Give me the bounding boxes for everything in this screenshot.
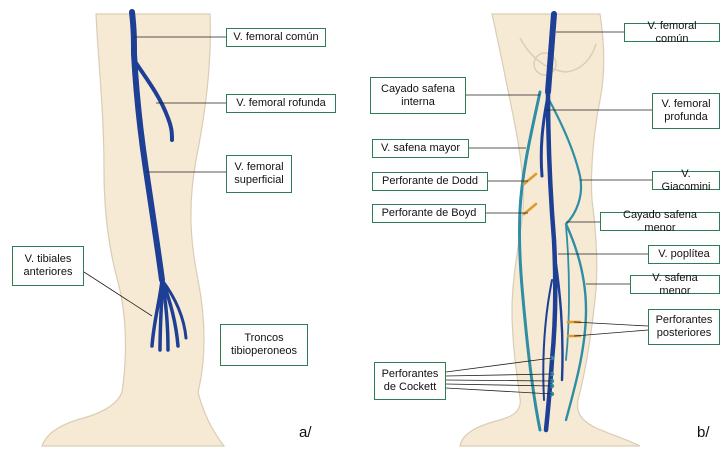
label-b-cockett-line2: de Cockett [384, 381, 437, 394]
label-b-safena-mayor: V. safena mayor [372, 139, 469, 158]
label-a-femoral-profunda-text: V. femoral rofunda [236, 97, 325, 110]
a-femoral-comun-vein [132, 12, 134, 54]
label-b-safena-menor: V. safena menor [630, 275, 720, 294]
label-a-femoral-superficial-line1: V. femoral [234, 161, 283, 174]
label-b-dodd-text: Perforante de Dodd [382, 175, 478, 188]
label-b-boyd-text: Perforante de Boyd [382, 207, 477, 220]
label-b-perforantes-post-line2: posteriores [657, 327, 711, 340]
label-b-safena-mayor-text: V. safena mayor [381, 142, 460, 155]
label-b-femoral-comun-text: V. femoral común [630, 20, 714, 46]
label-b-perforantes-post-line1: Perforantes [656, 314, 713, 327]
label-a-troncos-line1: Troncos [244, 332, 283, 345]
label-a-femoral-superficial-line2: superficial [234, 174, 284, 187]
label-b-giacomini-text: V. Giacomini [658, 168, 714, 194]
label-a-tibiales-line1: V. tibiales [25, 253, 72, 266]
label-a-femoral-comun: V. femoral común [226, 28, 326, 47]
label-b-poplitea: V. poplítea [648, 245, 720, 264]
label-a-femoral-comun-text: V. femoral común [233, 31, 318, 44]
a-tibial-branch-2 [160, 280, 162, 350]
label-b-perforantes-posteriores: Perforantes posteriores [648, 309, 720, 345]
panel-b-letter: b/ [697, 424, 710, 441]
label-b-poplitea-text: V. poplítea [658, 248, 710, 261]
label-b-femoral-profunda-line1: V. femoral [661, 98, 710, 111]
label-a-femoral-superficial: V. femoral superficial [226, 155, 292, 193]
label-a-tibiales: V. tibiales anteriores [12, 246, 84, 286]
label-b-cayado-interna: Cayado safena interna [370, 77, 466, 114]
label-b-cayado-menor: Cayado safena menor [600, 212, 720, 231]
label-b-cayado-interna-line1: Cayado safena [381, 83, 455, 96]
label-b-cockett: Perforantes de Cockett [374, 362, 446, 400]
label-b-femoral-comun: V. femoral común [624, 23, 720, 42]
label-a-troncos-line2: tibioperoneos [231, 345, 297, 358]
label-b-cayado-interna-line2: interna [401, 96, 435, 109]
label-a-tibiales-line2: anteriores [24, 266, 73, 279]
label-b-giacomini: V. Giacomini [652, 171, 720, 190]
label-b-cockett-line1: Perforantes [382, 368, 439, 381]
label-b-cayado-menor-text: Cayado safena menor [606, 209, 714, 235]
label-a-femoral-profunda: V. femoral rofunda [226, 94, 336, 113]
label-a-troncos: Troncos tibioperoneos [220, 324, 308, 366]
label-b-safena-menor-text: V. safena menor [636, 272, 714, 298]
label-b-femoral-profunda-line2: profunda [664, 111, 707, 124]
label-b-femoral-profunda: V. femoral profunda [652, 93, 720, 129]
panel-a-letter: a/ [299, 424, 312, 441]
label-b-dodd: Perforante de Dodd [372, 172, 488, 191]
label-b-boyd: Perforante de Boyd [372, 204, 486, 223]
